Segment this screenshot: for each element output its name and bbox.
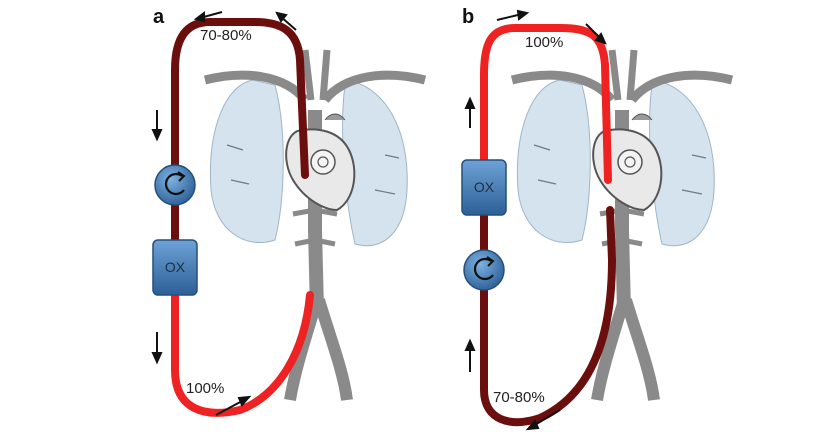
panel-a-top-saturation: 70-80%: [200, 27, 252, 44]
panel-b-letter: b: [462, 6, 474, 28]
arrow-icon: [464, 338, 476, 372]
panel-b: b OX 100% 70-80%: [461, 6, 732, 431]
arrow-icon: [464, 96, 476, 128]
panel-a-venous-line: [171, 18, 309, 249]
panel-b-arterial-line: [480, 24, 612, 184]
panel-b-bottom-saturation: 70-80%: [493, 389, 545, 406]
panel-a-ox-label: OX: [165, 259, 186, 275]
panel-a-pump: [154, 164, 196, 206]
panel-b-pump: [463, 249, 505, 291]
panel-a: a OX 70-80% 100%: [151, 6, 425, 417]
circular-arrow-icon: [473, 257, 494, 281]
arrow-icon: [496, 9, 530, 21]
circular-arrow-icon: [164, 172, 185, 196]
arrow-icon: [151, 110, 163, 142]
panel-a-arterial-line: [171, 286, 314, 417]
panel-a-bottom-saturation: 100%: [186, 380, 224, 397]
panel-a-letter: a: [153, 6, 165, 28]
arrow-icon: [525, 409, 561, 431]
panel-b-venous-line: [480, 206, 617, 427]
arrow-icon: [193, 11, 223, 23]
panel-a-flow-arrows: [151, 11, 297, 416]
arrow-icon: [215, 395, 252, 416]
panel-a-anatomy: [205, 50, 425, 400]
panel-a-oxygenator: OX: [152, 239, 198, 296]
panel-b-ox-label: OX: [474, 179, 495, 195]
panel-b-top-saturation: 100%: [525, 34, 563, 51]
panel-b-anatomy: [512, 50, 732, 400]
arrow-icon: [275, 11, 297, 31]
panel-b-flow-arrows: [464, 9, 607, 431]
arrow-icon: [585, 23, 607, 45]
panel-b-oxygenator: OX: [461, 159, 507, 216]
arrow-icon: [151, 332, 163, 365]
